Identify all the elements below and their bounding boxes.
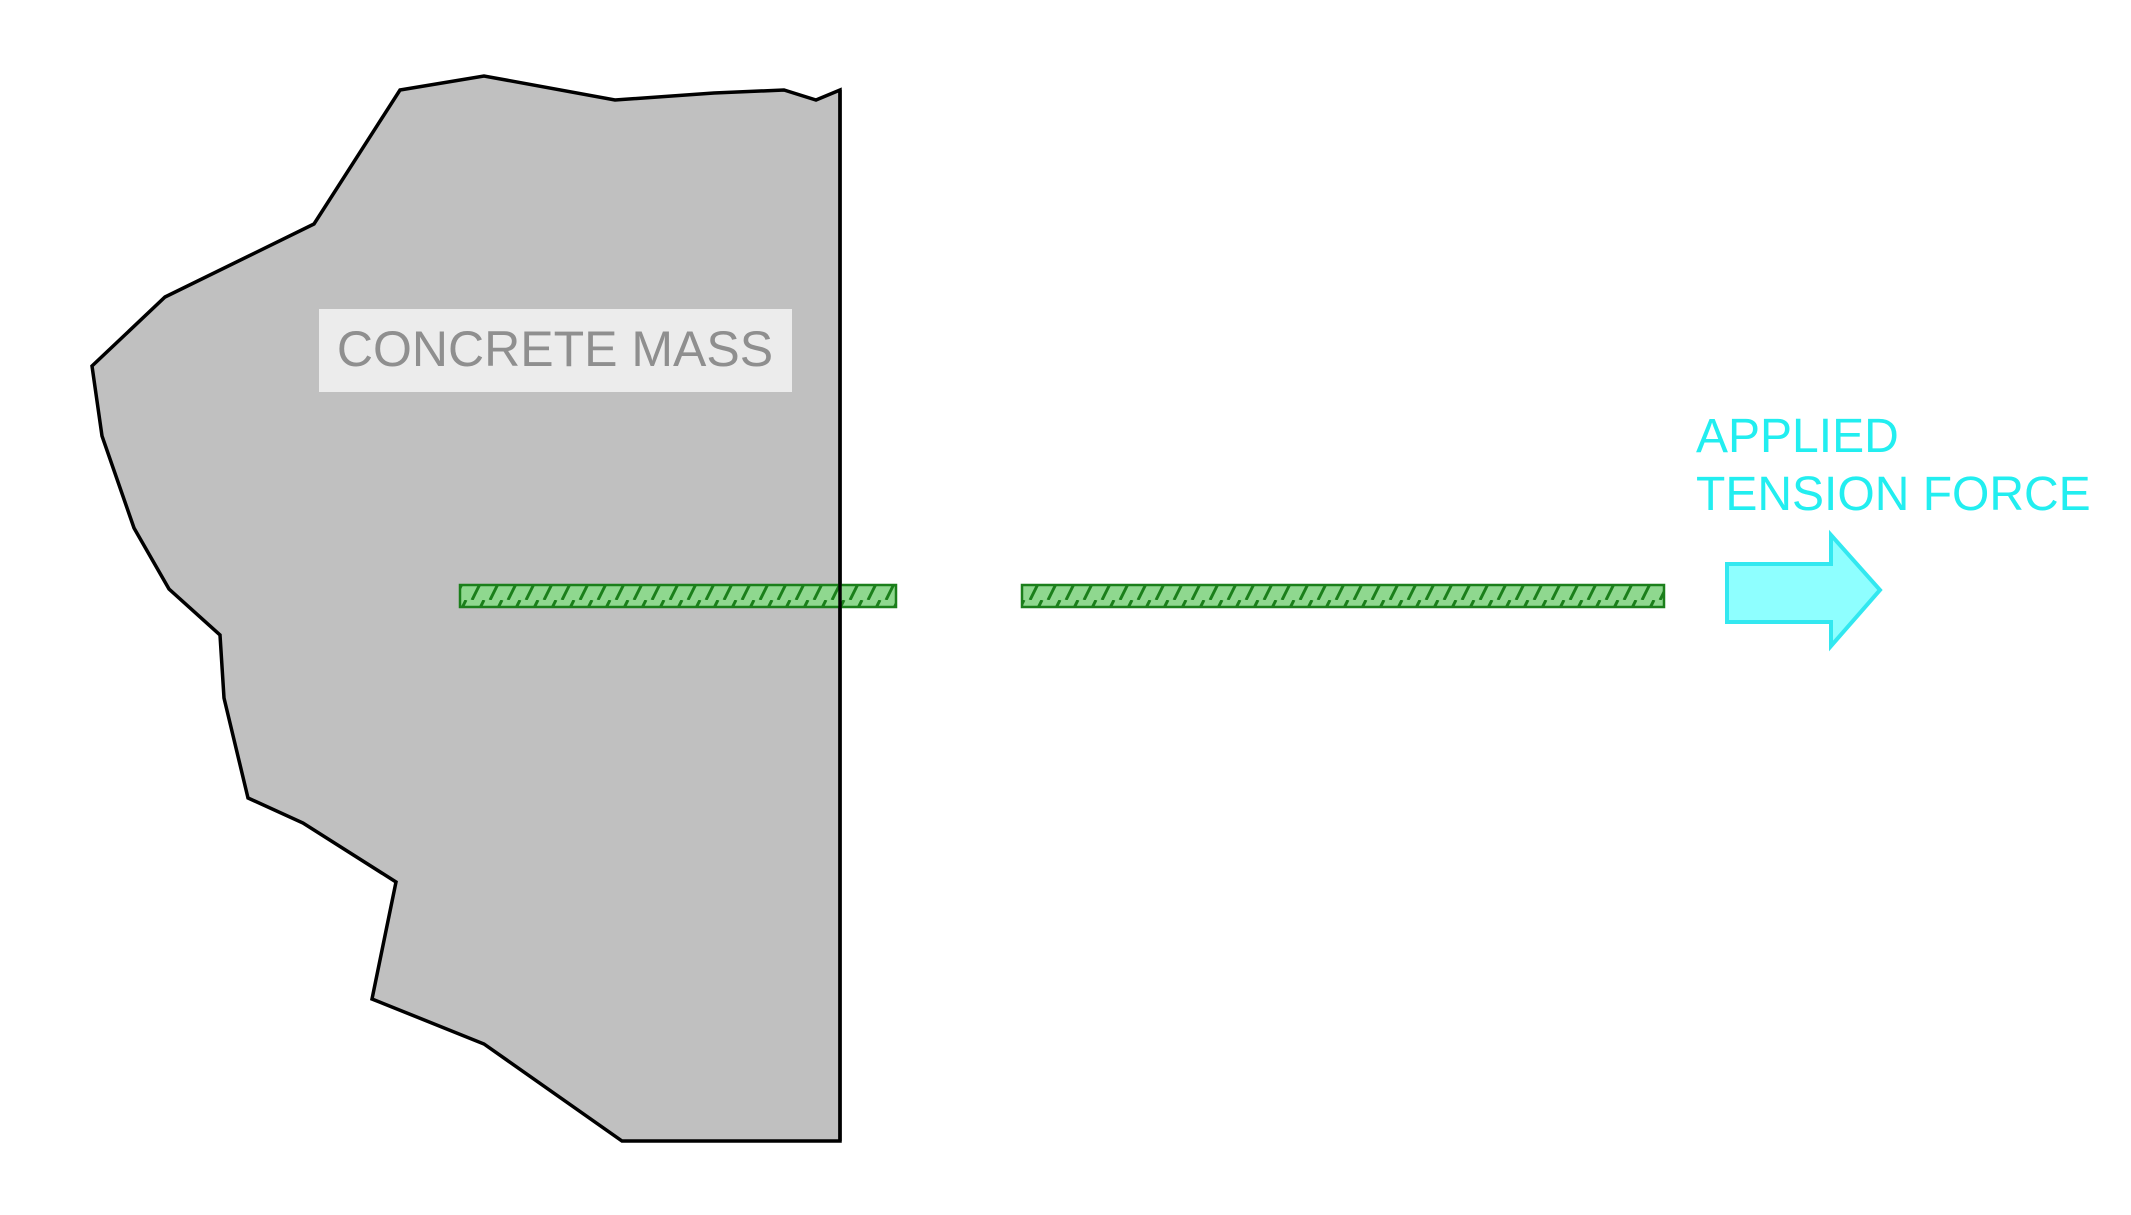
concrete-label-text: CONCRETE MASS <box>337 321 773 377</box>
free-rebar-outline <box>1020 583 1666 609</box>
concrete-label-box <box>319 309 792 392</box>
embedded-rebar-outline <box>458 583 898 609</box>
force-label-line2: TENSION FORCE <box>1696 468 2091 521</box>
concrete-mass <box>90 74 842 1143</box>
concrete-label: CONCRETE MASS <box>319 309 792 392</box>
embedded-rebar-hatch <box>460 585 896 607</box>
free-rebar <box>1020 583 1666 609</box>
right-arrow-icon <box>1725 529 1883 652</box>
embedded-rebar <box>458 583 898 609</box>
free-rebar-hatch <box>1022 585 1664 607</box>
force-label-line1: APPLIED <box>1696 410 1899 463</box>
